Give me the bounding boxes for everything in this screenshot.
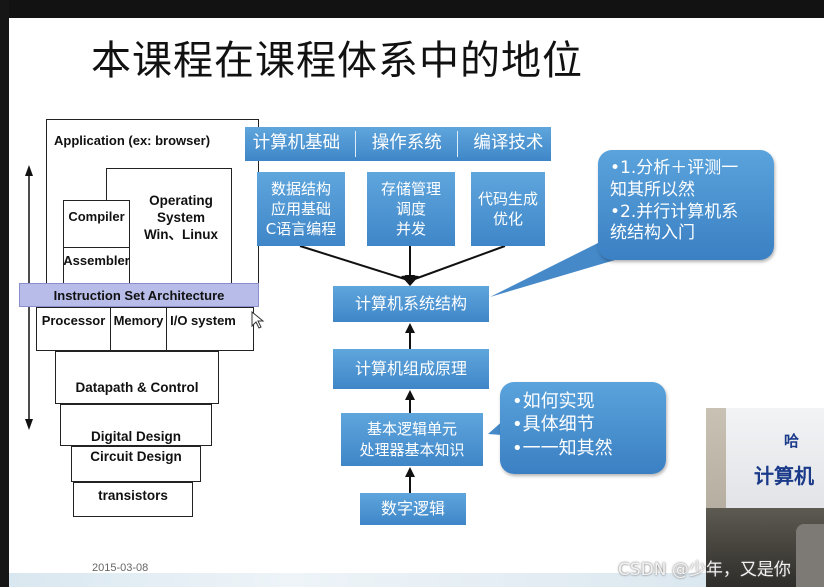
- window-top-bar: [0, 0, 824, 18]
- circuit-design-label: Circuit Design: [90, 449, 182, 464]
- backdrop-text: 哈: [784, 432, 800, 450]
- mouse-cursor-icon: [251, 310, 265, 329]
- memory-box: [110, 307, 167, 351]
- arrow-head-icon: [405, 467, 415, 477]
- slide-footer-decoration: [9, 573, 709, 587]
- course-operating-systems: 操作系统: [371, 133, 442, 154]
- assembler-label: Assembler: [63, 253, 130, 268]
- course-computer-organization: 计算机组成原理: [333, 349, 489, 389]
- arrow-head-icon: [405, 390, 415, 400]
- arrow-head-icon: [408, 275, 419, 286]
- compiler-label: Compiler: [68, 209, 125, 224]
- callout-architecture: •1.分析＋评测一 知其所以然 •2.并行计算机系 统结构入门: [598, 150, 774, 260]
- csdn-watermark: CSDN @少年，又是你: [618, 560, 791, 580]
- backdrop-text: 计算机: [754, 464, 814, 488]
- circuit-design-box: [71, 446, 201, 482]
- course-computer-architecture: 计算机系统结构: [333, 286, 489, 322]
- arrow-down-icon: [25, 419, 33, 430]
- course-box-memory-management: 存储管理调度并发: [367, 172, 455, 246]
- video-inset: 哈 计算机: [706, 408, 824, 587]
- application-label: Application (ex: browser): [54, 133, 211, 148]
- arrow-head-icon: [405, 323, 415, 333]
- window-left-bar: [0, 0, 9, 587]
- divider: [457, 131, 459, 157]
- lecturer-shoulder: [796, 524, 824, 587]
- transistors-label: transistors: [98, 488, 168, 503]
- isa-label: Instruction Set Architecture: [53, 288, 225, 303]
- course-compiler-techniques: 编译技术: [473, 133, 544, 154]
- memory-label: Memory: [113, 313, 164, 328]
- io-system-label: I/O system: [170, 313, 236, 328]
- processor-box: [36, 307, 111, 351]
- digital-design-box: [60, 404, 212, 446]
- datapath-label: Datapath & Control: [75, 380, 199, 395]
- processor-label: Processor: [41, 313, 106, 328]
- divider: [355, 131, 357, 157]
- callout-organization: •如何实现 •具体细节 •一一知其然: [500, 382, 666, 474]
- prerequisite-courses: 计算机基础 操作系统 编译技术: [245, 127, 551, 161]
- course-box-code-generation: 代码生成优化: [471, 172, 545, 246]
- course-computer-basics: 计算机基础: [252, 133, 341, 154]
- arrow-up-icon: [25, 165, 33, 176]
- slide-title: 本课程在课程体系中的地位: [91, 38, 583, 84]
- datapath-box: [55, 351, 219, 404]
- isa-band: [19, 283, 259, 307]
- digital-design-label: Digital Design: [90, 429, 181, 444]
- slide-date: 2015-03-08: [92, 562, 149, 574]
- course-basic-logic: 基本逻辑单元处理器基本知识: [341, 413, 483, 466]
- course-digital-logic: 数字逻辑: [360, 493, 466, 525]
- transistors-box: [73, 482, 193, 517]
